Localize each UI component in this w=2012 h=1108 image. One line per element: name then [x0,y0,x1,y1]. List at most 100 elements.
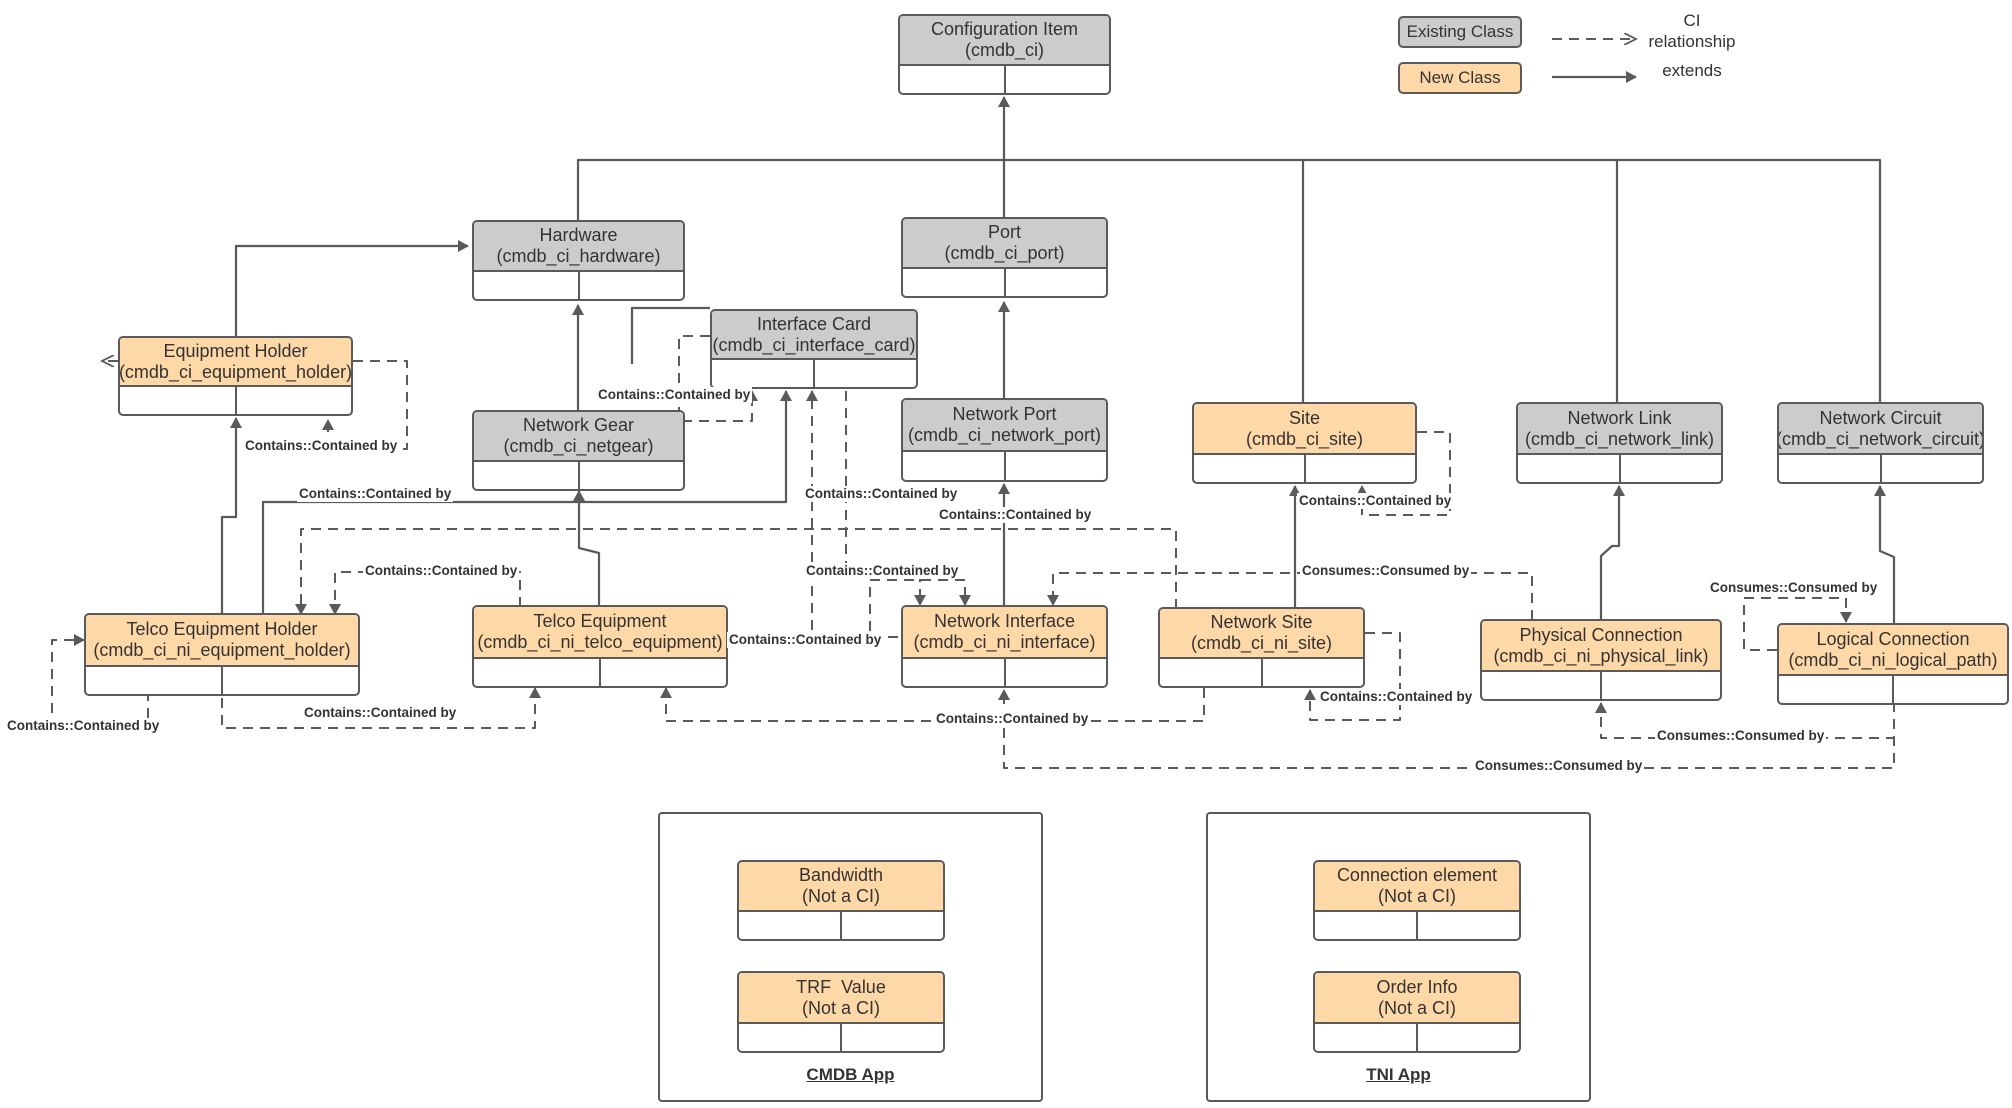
class-hardware: Hardware(cmdb_ci_hardware) [472,220,685,301]
extends-link-interface-card [630,306,710,364]
extends-link-telco-equipment [573,490,601,607]
extends-link-network-link [1599,485,1625,620]
rel-label-telco-teh: Contains::Contained by [363,563,520,579]
class-name: Telco Equipment [533,611,667,631]
class-table: (cmdb_ci_network_link) [1524,428,1715,449]
class-telco-equipment-holder: Telco Equipment Holder(cmdb_ci_ni_equipm… [84,613,360,696]
class-equipment-holder: Equipment Holder(cmdb_ci_equipment_holde… [118,336,353,416]
class-trf-value: TRF Value(Not a CI) [737,971,945,1053]
class-name: Site [1288,407,1321,428]
class-logical-connection: Logical Connection(cmdb_ci_ni_logical_pa… [1777,623,2009,705]
class-table: (cmdb_ci_interface_card) [712,334,916,355]
rel-network-site-teh [295,528,1177,615]
class-table: (cmdb_ci_site) [1245,428,1364,449]
class-table: (Not a CI) [1377,886,1456,906]
class-table: (cmdb_ci_netgear) [503,436,654,456]
class-name: TRF Value [796,976,886,997]
class-network-link: Network Link(cmdb_ci_network_link) [1516,402,1723,484]
class-table: (Not a CI) [801,886,880,906]
class-site: Site(cmdb_ci_site) [1192,402,1417,484]
class-name: Network Link [1567,407,1672,428]
class-table: (cmdb_ci_network_port) [907,425,1102,445]
rel-label-teh-interface-card: Contains::Contained by [297,486,454,502]
class-table: (Not a CI) [1377,997,1456,1018]
legend-ci-relationship-label: CI relationship [1648,11,1736,51]
legend-new-class: New Class [1398,62,1522,94]
extends-link-network-circuit [1874,485,1896,624]
rel-label-site-self: Contains::Contained by [1297,493,1454,509]
rel-label-network-site-telco: Contains::Contained by [934,711,1091,727]
rel-network-site-telco [660,687,1205,722]
class-table: (Not a CI) [801,997,880,1018]
rel-telco-interface-card [730,390,818,634]
class-physical-connection: Physical Connection(cmdb_ci_ni_physical_… [1480,619,1722,701]
class-table: (cmdb_ci_ni_physical_link) [1493,645,1709,666]
class-table: (cmdb_ci_port) [944,243,1065,263]
rel-label-logical-self: Consumes::Consumed by [1708,580,1880,596]
cmdb-app-title: CMDB App [806,1065,895,1084]
rel-label-network-site-teh: Contains::Contained by [937,507,1094,523]
cmdb-app-container [658,812,1043,1102]
extends-bus [576,158,1882,404]
class-network-circuit: Network Circuit(cmdb_ci_network_circuit) [1777,402,1984,484]
rel-label-logical-physical: Consumes::Consumed by [1655,728,1827,744]
rel-label-logical-network-interface: Consumes::Consumed by [1473,758,1645,774]
tni-app-title: TNI App [1366,1065,1431,1084]
rel-label-network-interface-self: Contains::Contained by [804,563,961,579]
class-network-site: Network Site(cmdb_ci_ni_site) [1158,607,1365,688]
class-connection-element: Connection element(Not a CI) [1313,860,1521,941]
class-network-interface: Network Interface(cmdb_ci_ni_interface) [901,605,1108,688]
class-table: (cmdb_ci_ni_site) [1190,633,1333,653]
rel-teh-telco-equipment [221,687,541,729]
class-order-info: Order Info(Not a CI) [1313,971,1521,1053]
rel-logical-network-interface [998,689,1895,769]
rel-label-teh-self: Contains::Contained by [5,718,162,734]
legend-existing-class: Existing Class [1398,16,1522,48]
legend-extends-label: extends [1662,61,1722,80]
class-table: (cmdb_ci_network_circuit) [1777,428,1984,449]
class-name: Connection element [1336,865,1498,885]
class-name: Port [987,222,1021,242]
class-name: Configuration Item [930,19,1079,39]
rel-label-physical-network-interface: Consumes::Consumed by [1300,563,1472,579]
class-table: (cmdb_ci_ni_equipment_holder) [93,640,351,660]
class-name: Network Interface [933,611,1076,631]
class-name: Physical Connection [1519,624,1683,645]
class-table: (cmdb_ci) [964,40,1044,60]
tni-app-container [1206,812,1591,1102]
class-name: Logical Connection [1816,628,1970,649]
class-name: Hardware [539,225,618,245]
class-bandwidth: Bandwidth(Not a CI) [737,860,945,941]
class-name: Bandwidth [798,865,884,885]
class-name: Network Site [1210,612,1313,632]
class-network-port: Network Port(cmdb_ci_network_port) [901,398,1108,482]
rel-label-equipment-holder: Contains::Contained by [243,438,400,454]
class-name: Network Circuit [1819,407,1942,428]
class-table: (cmdb_ci_ni_telco_equipment) [477,632,723,652]
class-network-gear: Network Gear(cmdb_ci_netgear) [472,410,685,491]
class-configuration-item: Configuration Item(cmdb_ci) [898,14,1111,95]
class-table: (cmdb_ci_equipment_holder) [118,361,353,382]
class-telco-equipment: Telco Equipment(cmdb_ci_ni_telco_equipme… [472,605,728,688]
class-name: Telco Equipment Holder [126,619,318,639]
rel-label-interface-card: Contains::Contained by [596,387,753,403]
class-table: (cmdb_ci_ni_interface) [913,632,1096,652]
class-name: Network Port [952,404,1057,424]
class-name: Equipment Holder [163,340,308,361]
rel-interface-card-netgear [678,335,758,422]
class-name: Interface Card [756,313,872,334]
class-table: (cmdb_ci_hardware) [496,246,661,266]
extends-link-equipment-holder [234,240,469,337]
rel-label-network-site-self: Contains::Contained by [1318,689,1475,705]
contains-link-teh-interface-card [261,390,792,614]
rel-label-telco-interface-card: Contains::Contained by [727,632,884,648]
rel-physical-network-interface [1047,572,1533,620]
class-interface-card: Interface Card(cmdb_ci_interface_card) [710,309,918,389]
rel-label-teh-telco: Contains::Contained by [302,705,459,721]
class-port: Port(cmdb_ci_port) [901,217,1108,298]
class-name: Order Info [1376,976,1458,997]
rel-network-site-self [1304,632,1401,721]
rel-label-network-interface-top: Contains::Contained by [803,486,960,502]
